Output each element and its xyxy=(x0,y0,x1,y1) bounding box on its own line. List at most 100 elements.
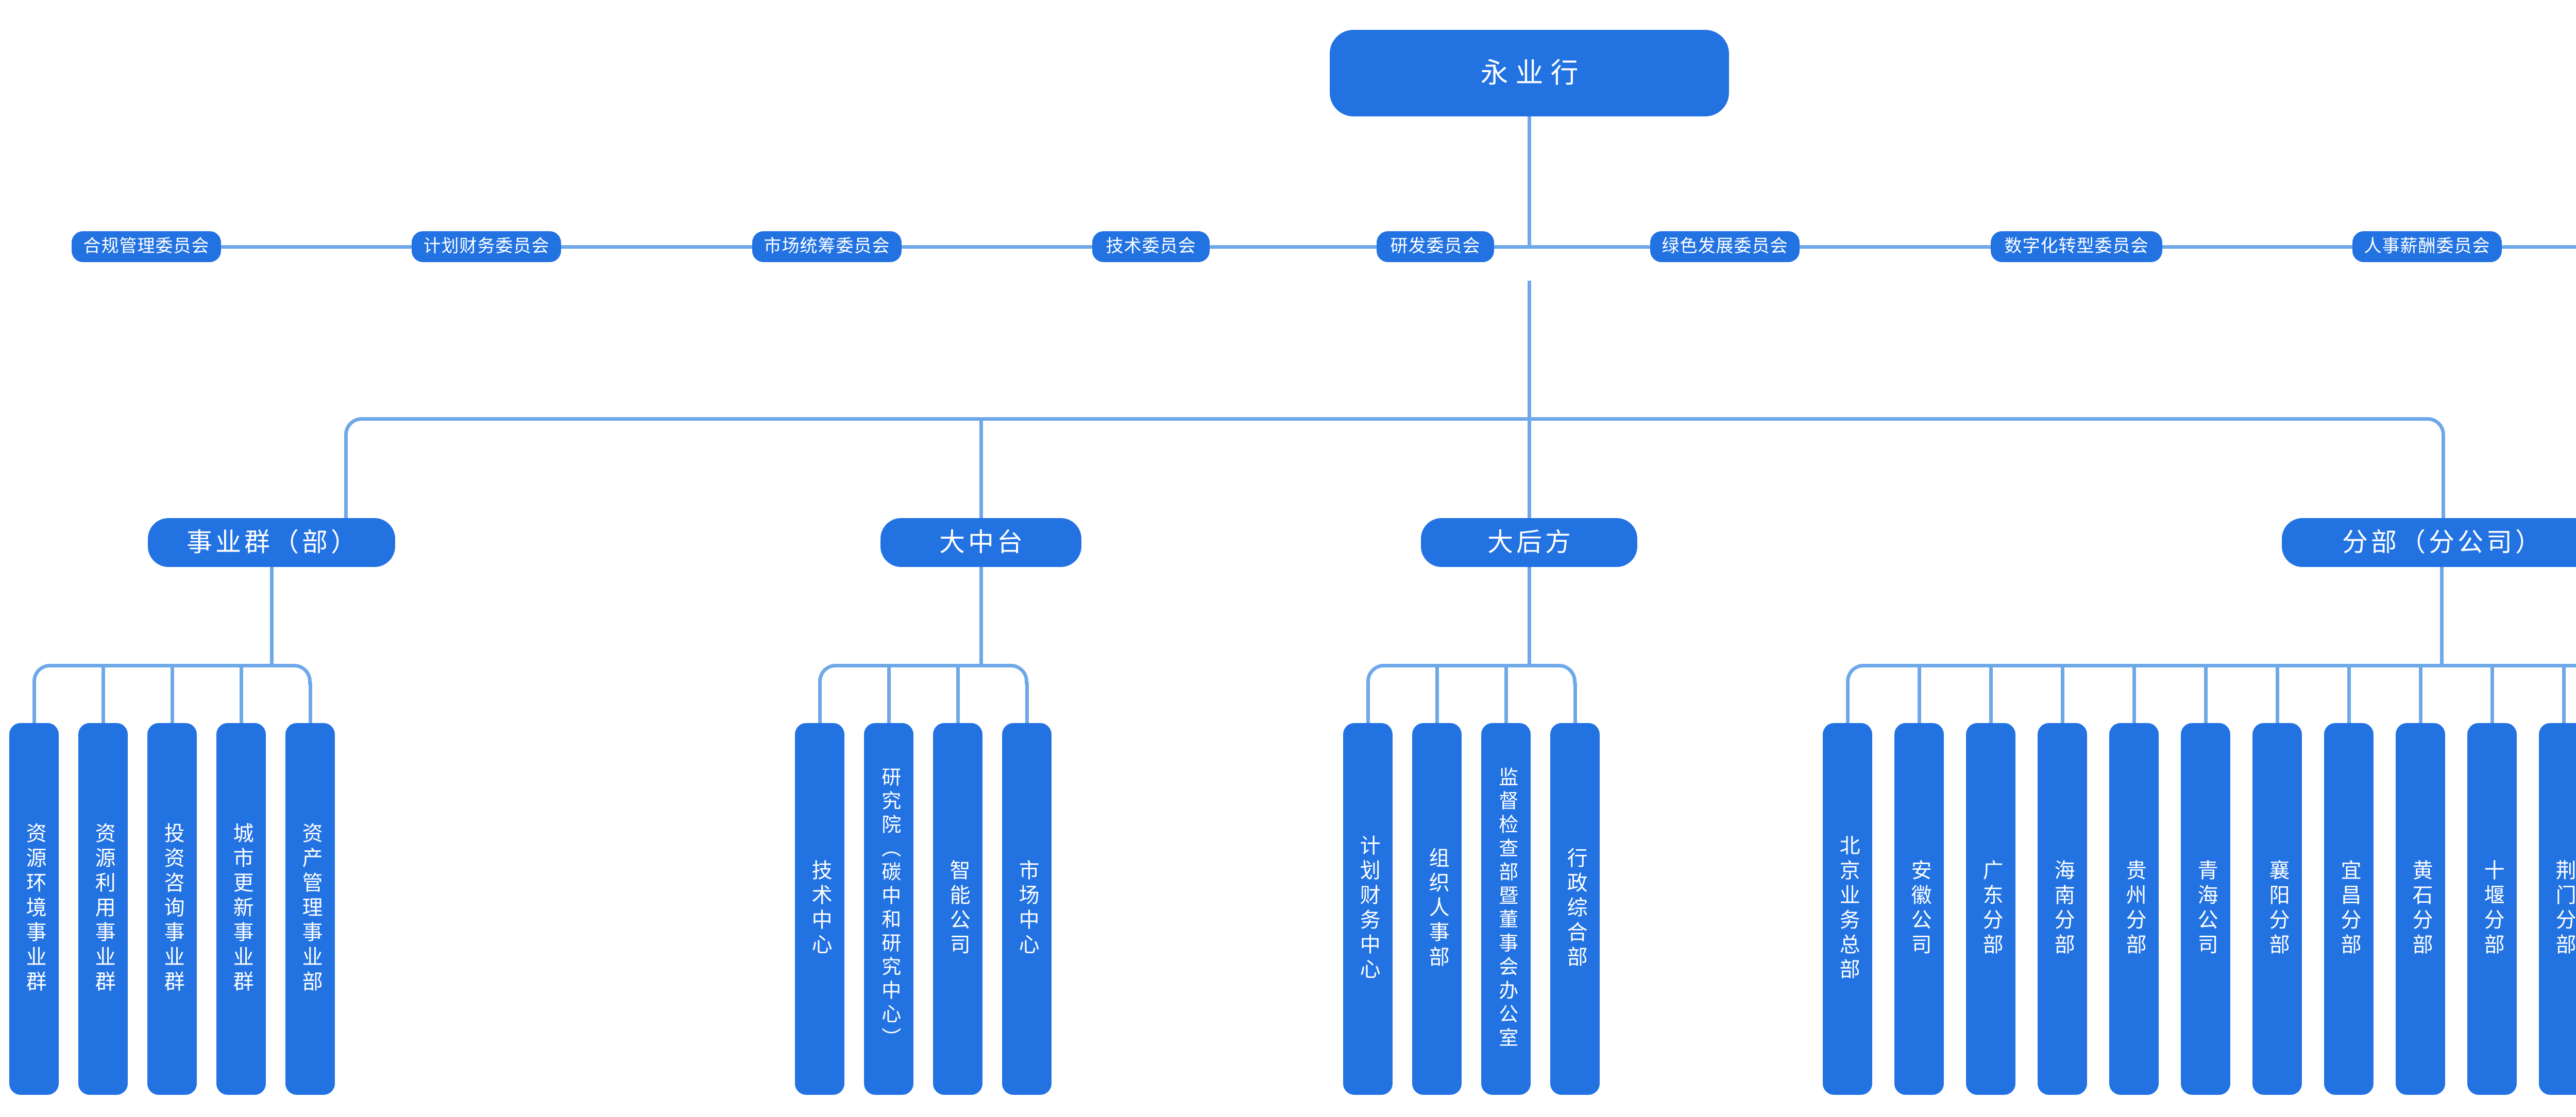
leaf-node-3-4[interactable]: 行政综合部 xyxy=(1550,723,1600,1095)
committee-node-label: 市场统筹委员会 xyxy=(764,236,890,256)
leaf-node-4-6[interactable]: 青海公司 xyxy=(2181,723,2230,1095)
leaf-node-4-1[interactable]: 北京业务总部 xyxy=(1823,723,1872,1095)
connector-leaf-3-4 xyxy=(1573,682,1577,723)
leaf-node-1-5[interactable]: 资产管理事业部 xyxy=(285,723,335,1095)
leaf-node-2-4[interactable]: 市场中心 xyxy=(1002,723,1052,1095)
connector-drop-group-1 xyxy=(344,436,348,518)
leaf-node-3-3[interactable]: 监督检查部暨董事会办公室 xyxy=(1481,723,1531,1095)
committee-node-4[interactable]: 技术委员会 xyxy=(1092,231,1210,262)
connector-committee-1-to-2 xyxy=(221,245,412,249)
committee-node-label: 人事薪酬委员会 xyxy=(2364,236,2490,256)
connector-root-to-groups-stem xyxy=(1528,281,1531,419)
connector-leaf-2-2 xyxy=(887,664,891,723)
group-node-3[interactable]: 大后方 xyxy=(1421,518,1637,567)
connector-group-3-bus xyxy=(1385,664,1558,667)
leaf-node-label: 计划财务中心 xyxy=(1357,835,1380,983)
leaf-node-4-11[interactable]: 荆门分部 xyxy=(2539,723,2576,1095)
leaf-node-label: 安徽公司 xyxy=(1908,860,1931,958)
leaf-node-label: 黄石分部 xyxy=(2409,860,2432,958)
group-node-label: 事业群（部） xyxy=(187,527,360,557)
connector-group-3-bus-right-cap xyxy=(1556,664,1577,684)
connector-leaf-1-2 xyxy=(101,664,105,723)
leaf-node-label: 监督检查部暨董事会办公室 xyxy=(1495,767,1517,1051)
leaf-node-label: 市场中心 xyxy=(1015,860,1039,958)
connector-committee-2-to-3 xyxy=(561,245,752,249)
leaf-node-1-1[interactable]: 资源环境事业群 xyxy=(9,723,59,1095)
leaf-node-label: 组织人事部 xyxy=(1426,847,1449,971)
connector-leaf-1-4 xyxy=(240,664,243,723)
leaf-node-1-3[interactable]: 投资咨询事业群 xyxy=(147,723,197,1095)
leaf-node-label: 投资咨询事业群 xyxy=(161,822,184,995)
committee-node-5[interactable]: 研发委员会 xyxy=(1377,231,1494,262)
group-node-label: 分部（分公司） xyxy=(2342,527,2544,557)
group-node-2[interactable]: 大中台 xyxy=(880,518,1081,567)
connector-drop-group-2 xyxy=(979,417,983,518)
leaf-node-3-1[interactable]: 计划财务中心 xyxy=(1343,723,1393,1095)
connector-leaf-4-1 xyxy=(1846,682,1850,723)
committee-node-label: 技术委员会 xyxy=(1106,236,1196,256)
connector-leaf-3-2 xyxy=(1435,664,1439,723)
connector-group-4-bus-left-cap xyxy=(1846,664,1867,684)
leaf-node-label: 荆门分部 xyxy=(2552,860,2575,958)
committee-node-6[interactable]: 绿色发展委员会 xyxy=(1650,231,1800,262)
leaf-node-label: 贵州分部 xyxy=(2123,860,2146,958)
committee-node-label: 绿色发展委员会 xyxy=(1662,236,1788,256)
leaf-node-4-4[interactable]: 海南分部 xyxy=(2038,723,2087,1095)
leaf-node-1-2[interactable]: 资源利用事业群 xyxy=(78,723,128,1095)
leaf-node-1-4[interactable]: 城市更新事业群 xyxy=(216,723,266,1095)
leaf-node-4-9[interactable]: 黄石分部 xyxy=(2396,723,2445,1095)
connector-group-1-stem xyxy=(270,567,274,664)
leaf-node-3-2[interactable]: 组织人事部 xyxy=(1412,723,1462,1095)
committee-node-label: 合规管理委员会 xyxy=(83,236,210,256)
connector-group-1-bus-left-cap xyxy=(32,664,53,684)
committee-node-3[interactable]: 市场统筹委员会 xyxy=(752,231,902,262)
committee-node-1[interactable]: 合规管理委员会 xyxy=(72,231,221,262)
leaf-node-label: 十堰分部 xyxy=(2481,860,2504,958)
connector-leaf-3-1 xyxy=(1366,682,1370,723)
leaf-node-2-1[interactable]: 技术中心 xyxy=(795,723,844,1095)
group-node-1[interactable]: 事业群（部） xyxy=(148,518,395,567)
leaf-node-4-2[interactable]: 安徽公司 xyxy=(1894,723,1944,1095)
leaf-node-label: 行政综合部 xyxy=(1564,847,1587,971)
connector-groups-bus xyxy=(363,417,2427,421)
connector-committee-7-to-8 xyxy=(2162,245,2352,249)
connector-leaf-4-10 xyxy=(2490,664,2494,723)
root-node-label: 永业行 xyxy=(1480,57,1586,89)
connector-groups-bus-left-cap xyxy=(344,417,365,438)
leaf-node-label: 资源环境事业群 xyxy=(23,822,46,995)
group-node-4[interactable]: 分部（分公司） xyxy=(2282,518,2576,567)
connector-leaf-4-4 xyxy=(2061,664,2064,723)
connector-committee-5-to-6 xyxy=(1494,245,1650,249)
connector-leaf-4-5 xyxy=(2132,664,2136,723)
connector-group-4-stem xyxy=(2440,567,2444,664)
connector-group-1-bus-right-cap xyxy=(291,664,312,684)
connector-committee-3-to-4 xyxy=(902,245,1092,249)
connector-group-2-stem xyxy=(979,567,983,664)
connector-groups-bus-right-cap xyxy=(2425,417,2445,438)
connector-group-2-bus-right-cap xyxy=(1008,664,1028,684)
connector-group-2-bus xyxy=(837,664,1010,667)
committee-node-label: 计划财务委员会 xyxy=(423,236,550,256)
leaf-node-2-2[interactable]: 研究院（碳中和研究中心） xyxy=(864,723,913,1095)
committee-node-7[interactable]: 数字化转型委员会 xyxy=(1991,231,2162,262)
connector-leaf-4-7 xyxy=(2276,664,2279,723)
leaf-node-4-7[interactable]: 襄阳分部 xyxy=(2252,723,2302,1095)
connector-leaf-4-6 xyxy=(2204,664,2208,723)
committee-node-label: 研发委员会 xyxy=(1390,236,1481,256)
leaf-node-4-10[interactable]: 十堰分部 xyxy=(2467,723,2517,1095)
leaf-node-label: 资源利用事业群 xyxy=(92,822,115,995)
connector-leaf-4-11 xyxy=(2562,664,2566,723)
leaf-node-label: 襄阳分部 xyxy=(2266,860,2289,958)
connector-committee-4-to-5 xyxy=(1210,245,1377,249)
leaf-node-4-8[interactable]: 宜昌分部 xyxy=(2324,723,2374,1095)
committee-node-label: 数字化转型委员会 xyxy=(2004,236,2149,256)
leaf-node-label: 研究院（碳中和研究中心） xyxy=(878,767,900,1051)
leaf-node-2-3[interactable]: 智能公司 xyxy=(933,723,982,1095)
root-node-yongyehang[interactable]: 永业行 xyxy=(1330,30,1729,116)
leaf-node-4-3[interactable]: 广东分部 xyxy=(1966,723,2015,1095)
connector-group-4-bus xyxy=(1865,664,2576,667)
leaf-node-4-5[interactable]: 贵州分部 xyxy=(2109,723,2159,1095)
connector-leaf-4-2 xyxy=(1918,664,1921,723)
committee-node-8[interactable]: 人事薪酬委员会 xyxy=(2352,231,2502,262)
committee-node-2[interactable]: 计划财务委员会 xyxy=(412,231,561,262)
